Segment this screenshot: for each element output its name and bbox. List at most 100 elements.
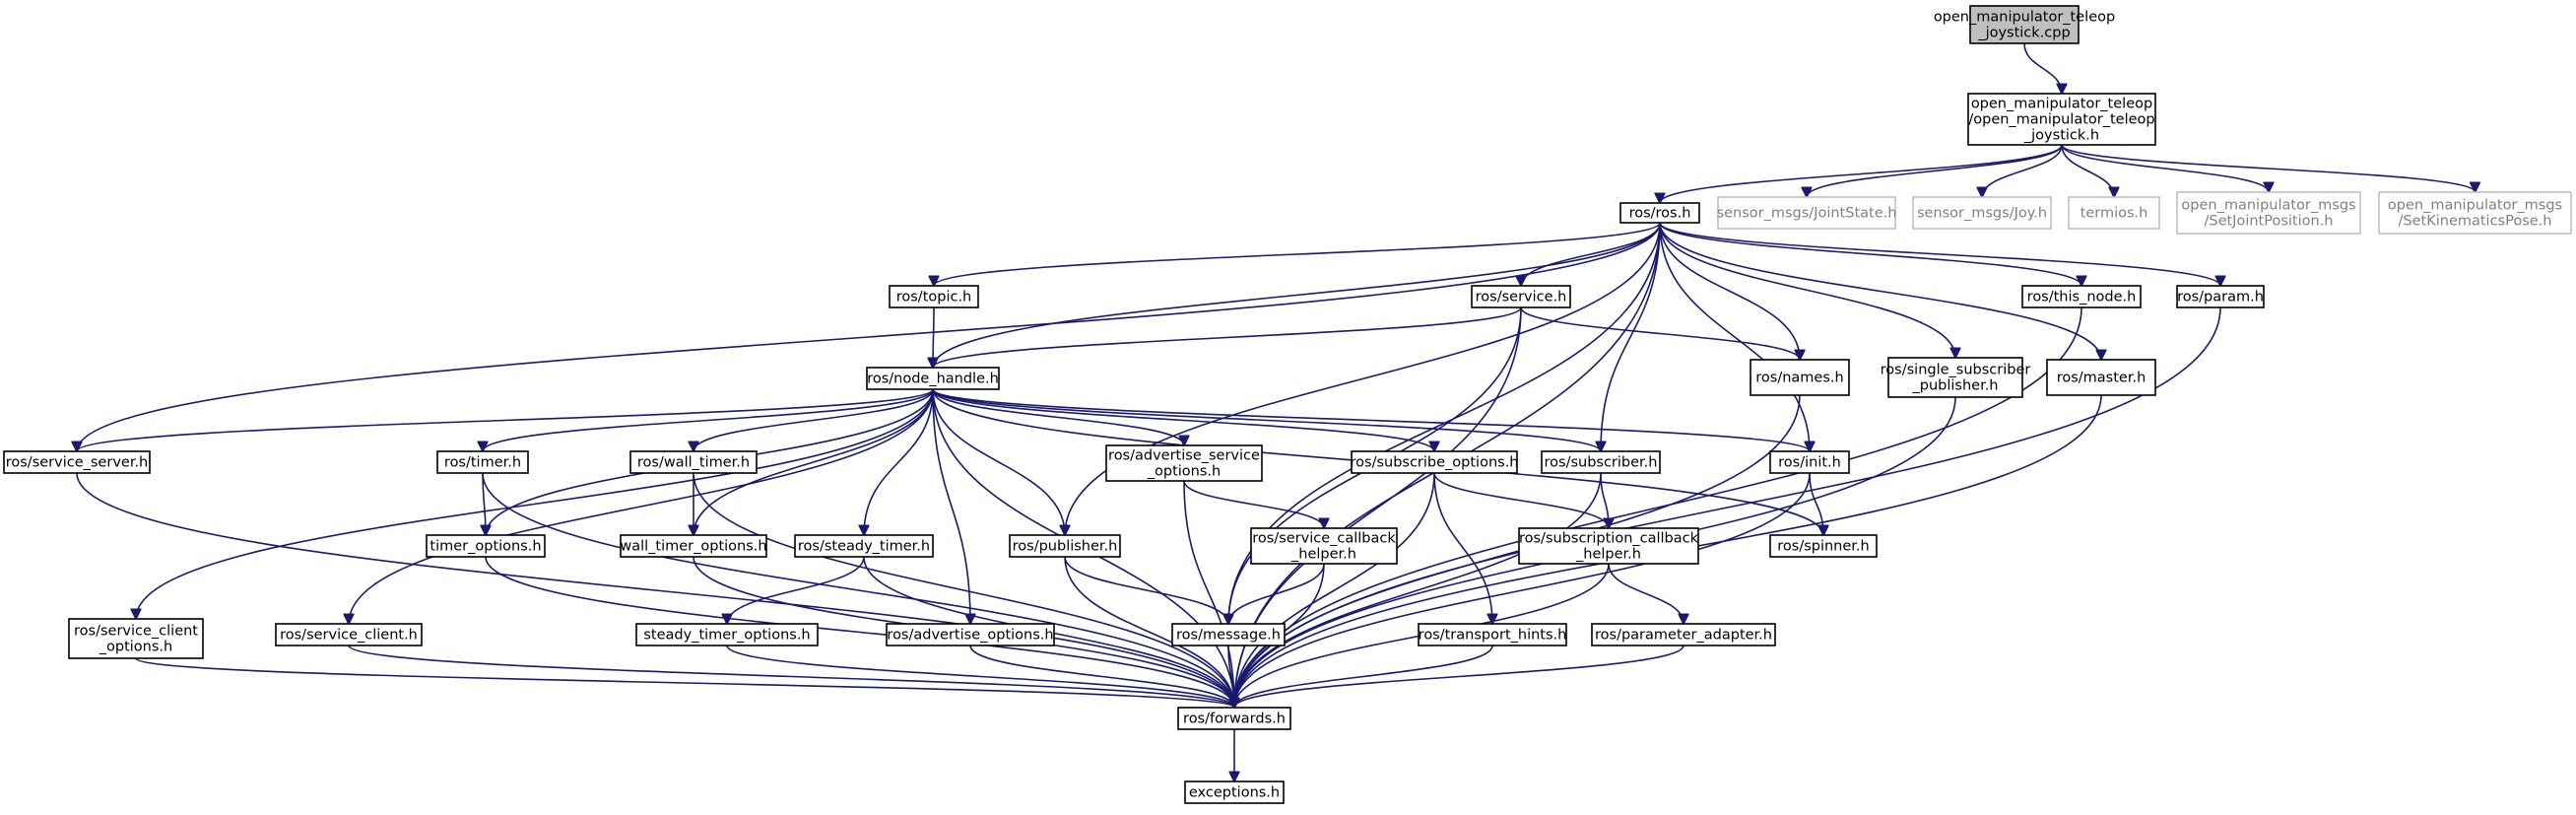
node-servclient[interactable]: ros/service_client.h [275,623,423,646]
node-box [1912,196,2052,230]
node-label: ros/init.h [1778,454,1841,470]
edge-nodehandle-to-advopts [932,388,970,624]
node-label: ros/node_handle.h [867,371,999,386]
node-steadytimer[interactable]: ros/steady_timer.h [794,534,934,558]
node-box [426,534,546,558]
edge-joyh-to-joy [1982,144,2063,197]
node-label: ros/subscribe_options.h [1351,454,1519,470]
edge-nodehandle-to-advservopts [932,388,1184,445]
node-forwards[interactable]: ros/forwards.h [1177,707,1291,730]
edge-nodehandle-to-publisher [932,388,1065,535]
node-publisher[interactable]: ros/publisher.h [1009,534,1121,558]
node-subcallback[interactable]: ros/subscription_callback_helper.h [1518,527,1699,565]
node-paramadapter[interactable]: ros/parameter_adapter.h [1591,623,1776,646]
node-advopts[interactable]: ros/advertise_options.h [886,623,1055,646]
node-master[interactable]: ros/master.h [2046,359,2156,396]
node-servcallback[interactable]: ros/service_callback_helper.h [1250,527,1398,565]
node-label: sensor_msgs/Joy.h [1917,205,2047,221]
edge-rosh-to-topic [934,222,1661,287]
node-box [2176,191,2361,235]
node-label: /open_manipulator_teleop [1968,111,2154,127]
node-message[interactable]: ros/message.h [1171,623,1286,646]
node-rosh[interactable]: ros/ros.h [1619,202,1700,224]
node-label: _options.h [1147,463,1221,479]
node-spinner[interactable]: ros/spinner.h [1769,534,1878,558]
node-names[interactable]: ros/names.h [1750,359,1850,396]
edge-subscriber-to-forwards [1234,472,1602,708]
node-box [3,450,151,474]
edge-joyh-to-termios [2061,144,2114,197]
node-advservopts[interactable]: ros/advertise_service_options.h [1105,444,1263,482]
node-thisnode[interactable]: ros/this_node.h [2021,285,2142,308]
edge-servserver-to-forwards [76,472,1234,708]
node-nodehandle[interactable]: ros/node_handle.h [866,367,1000,390]
node-box [629,450,758,474]
node-box [1619,202,1700,224]
node-box [1750,359,1850,396]
node-joyh[interactable]: open_manipulator_teleop/open_manipulator… [1967,93,2156,146]
node-ssp[interactable]: ros/single_subscriber_publisher.h [1881,357,2031,398]
node-label: ros/message.h [1176,627,1281,643]
node-box [1717,196,1896,230]
node-label: termios.h [2081,205,2148,221]
edge-rosh-to-publisher [1065,222,1661,535]
edge-topic-to-nodehandle [933,306,934,368]
node-transporthints[interactable]: ros/transport_hints.h [1418,623,1567,646]
node-box [889,285,979,308]
node-label: open_manipulator_teleop [1934,9,2115,25]
node-box [794,534,934,558]
edge-init-to-spinner [1809,472,1823,535]
edge-servcallback-to-message [1228,563,1325,624]
node-label: _options.h [99,639,172,654]
edge-joyh-to-setkin [2061,144,2476,193]
node-joy: sensor_msgs/Joy.h [1912,196,2052,230]
edge-service-to-nodehandle [933,306,1522,369]
edge-root-to-joyh [2023,42,2062,94]
node-subopts[interactable]: ros/subscribe_options.h [1351,450,1519,474]
edge-nodehandle-to-init [932,388,1810,452]
node-subscriber[interactable]: ros/subscriber.h [1541,450,1661,474]
node-servclientopts[interactable]: ros/service_client_options.h [68,618,204,659]
edge-timer-to-timeropts [483,472,486,535]
node-box [275,623,423,646]
node-label: ros/service.h [1476,289,1567,305]
node-exceptions[interactable]: exceptions.h [1184,781,1285,804]
node-label: _joystick.cpp [1977,25,2070,40]
node-box [1769,534,1878,558]
node-label: ros/service_callback [1252,530,1396,546]
node-label: ros/advertise_service [1108,447,1260,463]
edge-init-to-forwards [1234,472,1811,708]
node-timer[interactable]: ros/timer.h [436,450,529,474]
node-box [620,534,767,558]
node-walltimeropts[interactable]: wall_timer_options.h [620,534,767,558]
node-label: ros/forwards.h [1183,711,1286,726]
edge-publisher-to-message [1064,556,1228,624]
node-walltimer[interactable]: ros/wall_timer.h [629,450,758,474]
node-label: ros/advertise_options.h [887,627,1053,643]
node-box [1518,527,1699,565]
node-label: ros/spinner.h [1777,538,1869,554]
node-label: /SetJointPosition.h [2204,213,2333,229]
node-topic[interactable]: ros/topic.h [889,285,979,308]
edge-nodehandle-to-timer [483,388,934,451]
node-jointstate: sensor_msgs/JointState.h [1717,196,1896,230]
node-service[interactable]: ros/service.h [1471,285,1571,308]
node-label: steady_timer_options.h [643,627,810,643]
node-root[interactable]: open_manipulator_teleop_joystick.cpp [1934,5,2115,44]
node-timeropts[interactable]: timer_options.h [426,534,546,558]
edge-subopts-to-transporthints [1433,472,1492,624]
node-servserver[interactable]: ros/service_server.h [3,450,151,474]
edge-advservopts-to-servcallback [1183,480,1324,528]
edge-service-to-names [1520,306,1800,360]
edge-servclientopts-to-forwards [135,657,1234,708]
node-label: ros/topic.h [896,289,972,305]
node-box [1171,623,1286,646]
node-box [1250,527,1398,565]
node-param[interactable]: ros/param.h [2176,285,2265,308]
edge-subopts-to-forwards [1234,472,1435,708]
node-steadytimeropts[interactable]: steady_timer_options.h [635,623,819,646]
edge-joyh-to-setjoint [2061,144,2269,192]
node-init[interactable]: ros/init.h [1769,450,1850,474]
edge-nodehandle-to-subopts [932,388,1434,451]
